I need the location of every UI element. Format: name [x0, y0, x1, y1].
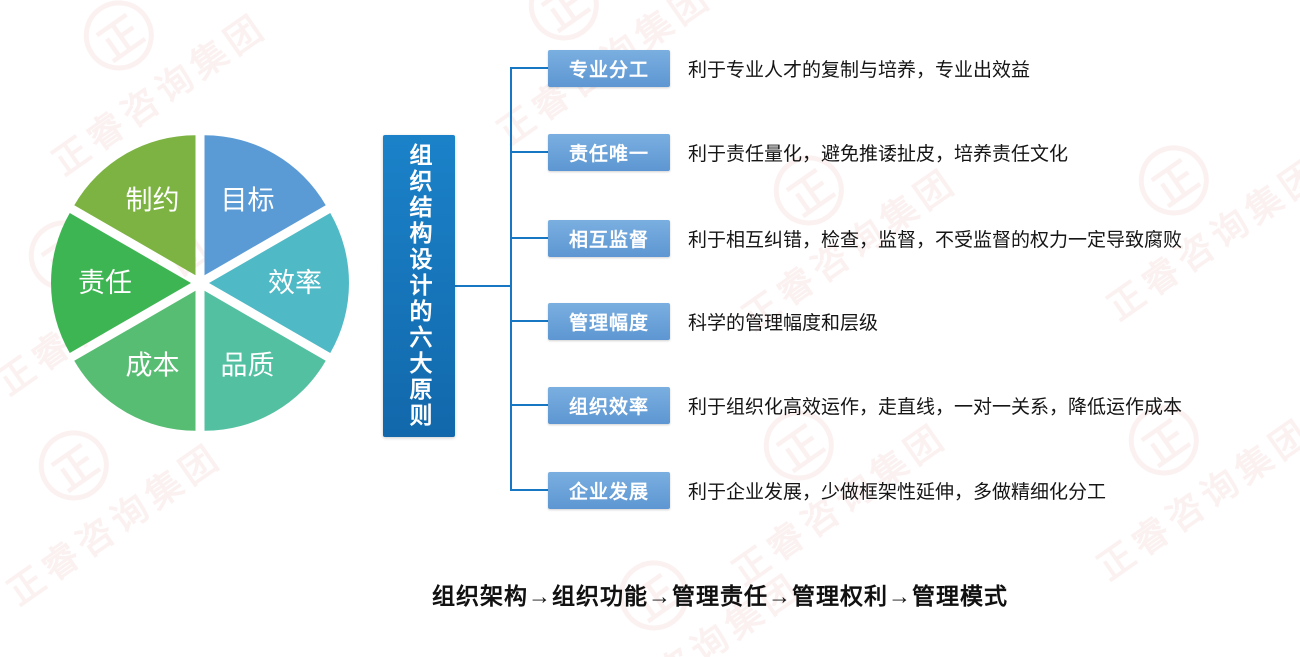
- principle-description: 利于责任量化，避免推诿扯皮，培养责任文化: [688, 144, 1069, 165]
- watermark-stamp: 正 正睿咨询集团: [1041, 339, 1300, 590]
- principle-box: 企业发展: [548, 472, 670, 509]
- principle-row: 企业发展 利于企业发展，少做框架性延伸，多做精细化分工: [548, 472, 1106, 509]
- principle-label: 组织效率: [568, 397, 649, 418]
- pie-slice: [204, 135, 326, 276]
- footer-flow-text: 组织架构→组织功能→管理责任→管理权利→管理模式: [432, 583, 1008, 609]
- principle-box: 责任唯一: [548, 134, 670, 171]
- principle-row: 专业分工 利于专业人才的复制与培养，专业出效益: [548, 50, 1030, 87]
- pie-slice: [204, 290, 326, 431]
- connector-stub-line: [510, 320, 548, 322]
- pie-slice: [51, 213, 191, 353]
- pie-slice-label: 目标: [221, 186, 275, 216]
- principle-box: 组织效率: [548, 387, 670, 424]
- principle-label: 相互监督: [568, 230, 649, 251]
- pie-slice: [209, 213, 349, 353]
- connector-stub-line: [510, 404, 548, 406]
- watermark-stamp: 正 正睿咨询集团: [1051, 79, 1300, 330]
- watermark-logo-icon: 正: [515, 0, 613, 55]
- connector-stub-line: [510, 67, 548, 69]
- center-title-box: 组织结构设计的六大原则: [383, 135, 455, 437]
- watermark-text: 正睿咨询集团: [1090, 410, 1300, 589]
- pie-slice-label: 效率: [268, 268, 322, 298]
- principle-row: 管理幅度 科学的管理幅度和层级: [548, 303, 878, 340]
- principle-label: 管理幅度: [568, 313, 649, 334]
- principle-label: 责任唯一: [568, 144, 649, 165]
- principle-row: 责任唯一 利于责任量化，避免推诿扯皮，培养责任文化: [548, 134, 1068, 171]
- pie-slice-label: 制约: [126, 186, 180, 216]
- watermark-logo-icon: 正: [1125, 131, 1223, 230]
- principle-row: 组织效率 利于组织化高效运作，走直线，一对一关系，降低运作成本: [548, 387, 1182, 424]
- connector-stub-line: [510, 151, 548, 153]
- pie-slice: [74, 135, 196, 276]
- principle-description: 利于专业人才的复制与培养，专业出效益: [688, 60, 1031, 81]
- principle-label: 专业分工: [568, 60, 649, 81]
- principle-description: 利于企业发展，少做框架性延伸，多做精细化分工: [688, 482, 1107, 503]
- pie-slice-label: 责任: [78, 268, 132, 298]
- pie-slice-label: 成本: [126, 350, 180, 380]
- center-title: 组织结构设计的六大原则: [406, 143, 432, 429]
- connector-spine-line: [510, 67, 512, 491]
- watermark-logo-icon: 正: [70, 0, 168, 85]
- principle-box: 管理幅度: [548, 303, 670, 340]
- principle-row: 相互监督 利于相互纠错，检查，监督，不受监督的权力一定导致腐败: [548, 220, 1182, 257]
- connector-main-line: [455, 285, 512, 287]
- connector-stub-line: [510, 489, 548, 491]
- pie-slice-label: 品质: [221, 350, 275, 380]
- pie-slice: [74, 290, 196, 431]
- principle-description: 利于相互纠错，检查，监督，不受监督的权力一定导致腐败: [688, 230, 1183, 251]
- watermark-stamp: 正 正睿咨询集团: [531, 494, 812, 657]
- principle-description: 科学的管理幅度和层级: [688, 313, 879, 334]
- connector-stub-line: [510, 237, 548, 239]
- principle-box: 专业分工: [548, 50, 670, 87]
- principle-label: 企业发展: [568, 482, 649, 503]
- watermark-stamp: 正 正睿咨询集团: [676, 344, 957, 595]
- principle-box: 相互监督: [548, 220, 670, 257]
- principle-description: 利于组织化高效运作，走直线，一对一关系，降低运作成本: [688, 397, 1183, 418]
